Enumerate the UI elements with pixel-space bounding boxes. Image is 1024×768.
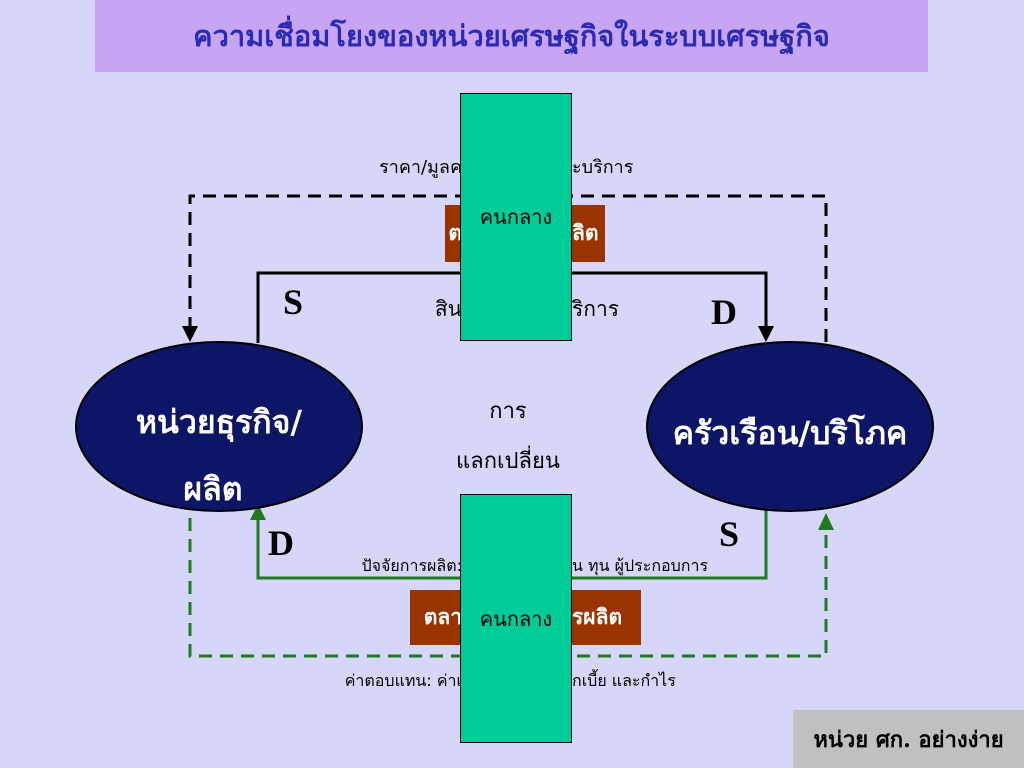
goods-flow-label-left: สิน	[434, 297, 462, 321]
intermediary-box-top: คนกลาง	[460, 93, 572, 341]
product-supply-tag: S	[283, 282, 304, 322]
payments-label-left: ค่าตอบแทน: ค่าเ	[344, 671, 462, 690]
factor-demand-tag: D	[268, 523, 294, 563]
payment-flow-dashed-line	[188, 518, 828, 658]
exchange-label-line2: แลกเปลี่ยน	[456, 449, 560, 474]
payment-flow-arrowhead	[818, 513, 834, 530]
factor-flow-arrowhead	[250, 504, 266, 520]
price-flow-arrowhead	[182, 326, 198, 342]
business-sector-label-line2: ผลิต	[183, 470, 243, 508]
slide-title: ความเชื่อมโยงของหน่วยเศรษฐกิจในระบบเศรษฐ…	[193, 19, 830, 53]
footer-badge-label: หน่วย ศก. อย่างง่าย	[813, 726, 1004, 753]
goods-flow-label-right: ริการ	[572, 297, 620, 321]
business-sector-label-line1: หน่วยธุรกิจ/	[135, 403, 303, 441]
business-sector-ellipse: หน่วยธุรกิจ/ ผลิต	[75, 341, 363, 512]
price-flow-label-right: ะบริการ	[572, 157, 634, 178]
factors-label-right: น ทุน ผู้ประกอบการ	[572, 556, 709, 575]
intermediary-label-bottom: คนกลาง	[479, 606, 553, 631]
footer-badge: หน่วย ศก. อย่างง่าย	[793, 710, 1024, 768]
intermediary-box-bottom: คนกลาง	[460, 494, 572, 743]
household-sector-ellipse: ครัวเรือน/บริโภค	[646, 341, 934, 512]
factor-supply-tag: S	[719, 514, 740, 554]
product-demand-tag: D	[711, 292, 737, 332]
payments-label-right: กเบี้ย และกำไร	[572, 671, 676, 690]
exchange-label-line1: การ	[489, 399, 527, 424]
product-market-label-left: ต	[448, 221, 462, 245]
product-market-label-right: ลิต	[572, 221, 599, 245]
factor-market-label-left: ตลา	[423, 605, 462, 629]
goods-flow-arrowhead	[758, 326, 774, 342]
intermediary-label-top: คนกลาง	[479, 205, 553, 229]
price-flow-label-left: ราคา/มูลค	[379, 157, 462, 178]
title-banner: ความเชื่อมโยงของหน่วยเศรษฐกิจในระบบเศรษฐ…	[95, 0, 928, 72]
factor-market-label-right: รผลิต	[572, 605, 623, 629]
factors-label-left: ปัจจัยการผลิต:	[361, 556, 462, 575]
household-sector-label: ครัวเรือน/บริโภค	[672, 414, 908, 452]
